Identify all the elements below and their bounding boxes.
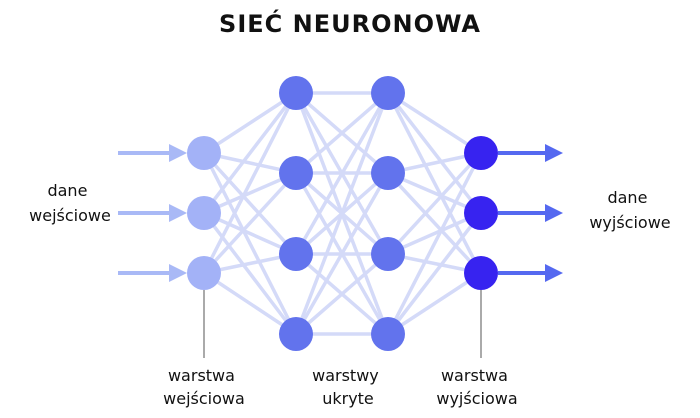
- connection-l2-n2-to-n1: [294, 91, 390, 175]
- output-data-label-line-2: wyjściowe: [589, 213, 670, 232]
- hidden-layers-label: warstwy ukryte: [312, 366, 384, 408]
- output-arrow-head-2: [545, 204, 563, 222]
- connections-group: [202, 91, 483, 336]
- input-arrow-head-3: [169, 264, 187, 282]
- input-arrow-head-1: [169, 144, 187, 162]
- hidden-2-node-2: [371, 156, 405, 190]
- output-node-2: [464, 196, 498, 230]
- connection-l1-n2-to-n1: [202, 91, 298, 215]
- connection-l3-n1-to-n3: [386, 92, 483, 274]
- input-data-label: dane wejściowe: [29, 181, 111, 225]
- connection-l3-n1-to-n1: [387, 91, 482, 155]
- hidden-1-node-3: [279, 237, 313, 271]
- output-layer-label-line-2: wyjściowa: [436, 389, 517, 408]
- connection-l2-n3-to-n1: [294, 92, 390, 255]
- hidden-layers-label-line-2: ukryte: [322, 389, 374, 408]
- connection-l2-n4-to-n2: [294, 172, 390, 335]
- connection-l3-n1-to-n2: [386, 91, 483, 215]
- output-arrow-head-1: [545, 144, 563, 162]
- diagram-title: SIEĆ NEURONOWA: [219, 8, 481, 38]
- connection-l1-n3-to-n4: [203, 271, 297, 336]
- connection-l1-n3-to-n2: [202, 171, 298, 275]
- output-node-1: [464, 136, 498, 170]
- output-arrow-head-3: [545, 264, 563, 282]
- input-node-1: [187, 136, 221, 170]
- output-node-3: [464, 256, 498, 290]
- connection-l3-n2-to-n3: [386, 171, 483, 275]
- input-node-3: [187, 256, 221, 290]
- connection-l3-n3-to-n1: [386, 151, 483, 256]
- connection-l2-n4-to-n1: [294, 92, 390, 335]
- pointer-lines-group: [203, 290, 482, 358]
- input-arrow-head-2: [169, 204, 187, 222]
- connection-l1-n1-to-n1: [203, 91, 297, 155]
- output-layer-label-line-1: warstwa: [441, 366, 508, 385]
- hidden-1-node-1: [279, 76, 313, 110]
- output-layer-label: warstwa wyjściowa: [436, 366, 517, 408]
- hidden-2-node-1: [371, 76, 405, 110]
- output-data-label: dane wyjściowe: [589, 188, 670, 232]
- connection-l1-n2-to-n4: [202, 211, 298, 336]
- input-layer-label: warstwa wejściowa: [163, 366, 245, 408]
- connection-l1-n1-to-n4: [202, 152, 298, 335]
- connection-l3-n4-to-n2: [386, 211, 483, 336]
- nodes-group: [187, 76, 498, 351]
- input-layer-label-line-2: wejściowa: [163, 389, 245, 408]
- connection-l1-n1-to-n3: [202, 151, 298, 256]
- input-data-label-line-2: wejściowe: [29, 206, 111, 225]
- arrows-group: [118, 144, 563, 282]
- hidden-2-node-3: [371, 237, 405, 271]
- connection-l1-n3-to-n1: [202, 92, 298, 274]
- input-layer-label-line-1: warstwa: [168, 366, 235, 385]
- hidden-2-node-4: [371, 317, 405, 351]
- connection-l3-n4-to-n1: [386, 152, 483, 335]
- input-data-label-line-1: dane: [47, 181, 87, 200]
- hidden-layers-label-line-1: warstwy: [312, 366, 379, 385]
- hidden-1-node-2: [279, 156, 313, 190]
- connection-l3-n4-to-n3: [387, 271, 482, 336]
- output-data-label-line-1: dane: [607, 188, 647, 207]
- hidden-1-node-4: [279, 317, 313, 351]
- connection-l2-n4-to-n3: [294, 252, 390, 336]
- input-node-2: [187, 196, 221, 230]
